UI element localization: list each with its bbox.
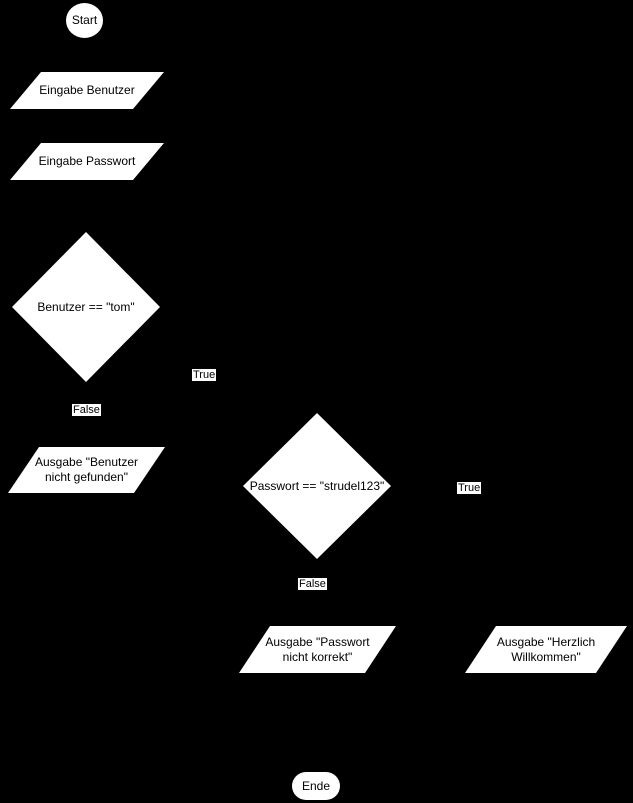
decision-benutzer-diamond: Benutzer == "tom" — [12, 232, 160, 382]
edge-label-passwort-false: False — [298, 578, 327, 590]
input-eingabe-passwort-parallelogram: Eingabe Passwort — [10, 143, 164, 180]
decision-passwort-diamond: Passwort == "strudel123" — [243, 413, 391, 559]
edge-label-passwort-true: True — [457, 482, 482, 494]
edge-label-benutzer-true: True — [192, 369, 217, 381]
output-passwort-nicht-korrekt-parallelogram: Ausgabe "Passwort nicht korrekt" — [239, 626, 396, 673]
output-benutzer-nicht-gefunden-parallelogram: Ausgabe "Benutzer nicht gefunden" — [8, 447, 165, 493]
output-herzlich-willkommen-parallelogram: Ausgabe "Herzlich Willkommen" — [465, 626, 627, 673]
end-terminator: Ende — [292, 772, 340, 800]
edge-label-benutzer-false: False — [72, 404, 101, 416]
start-terminator: Start — [66, 3, 103, 38]
input-eingabe-benutzer-parallelogram: Eingabe Benutzer — [10, 72, 164, 109]
